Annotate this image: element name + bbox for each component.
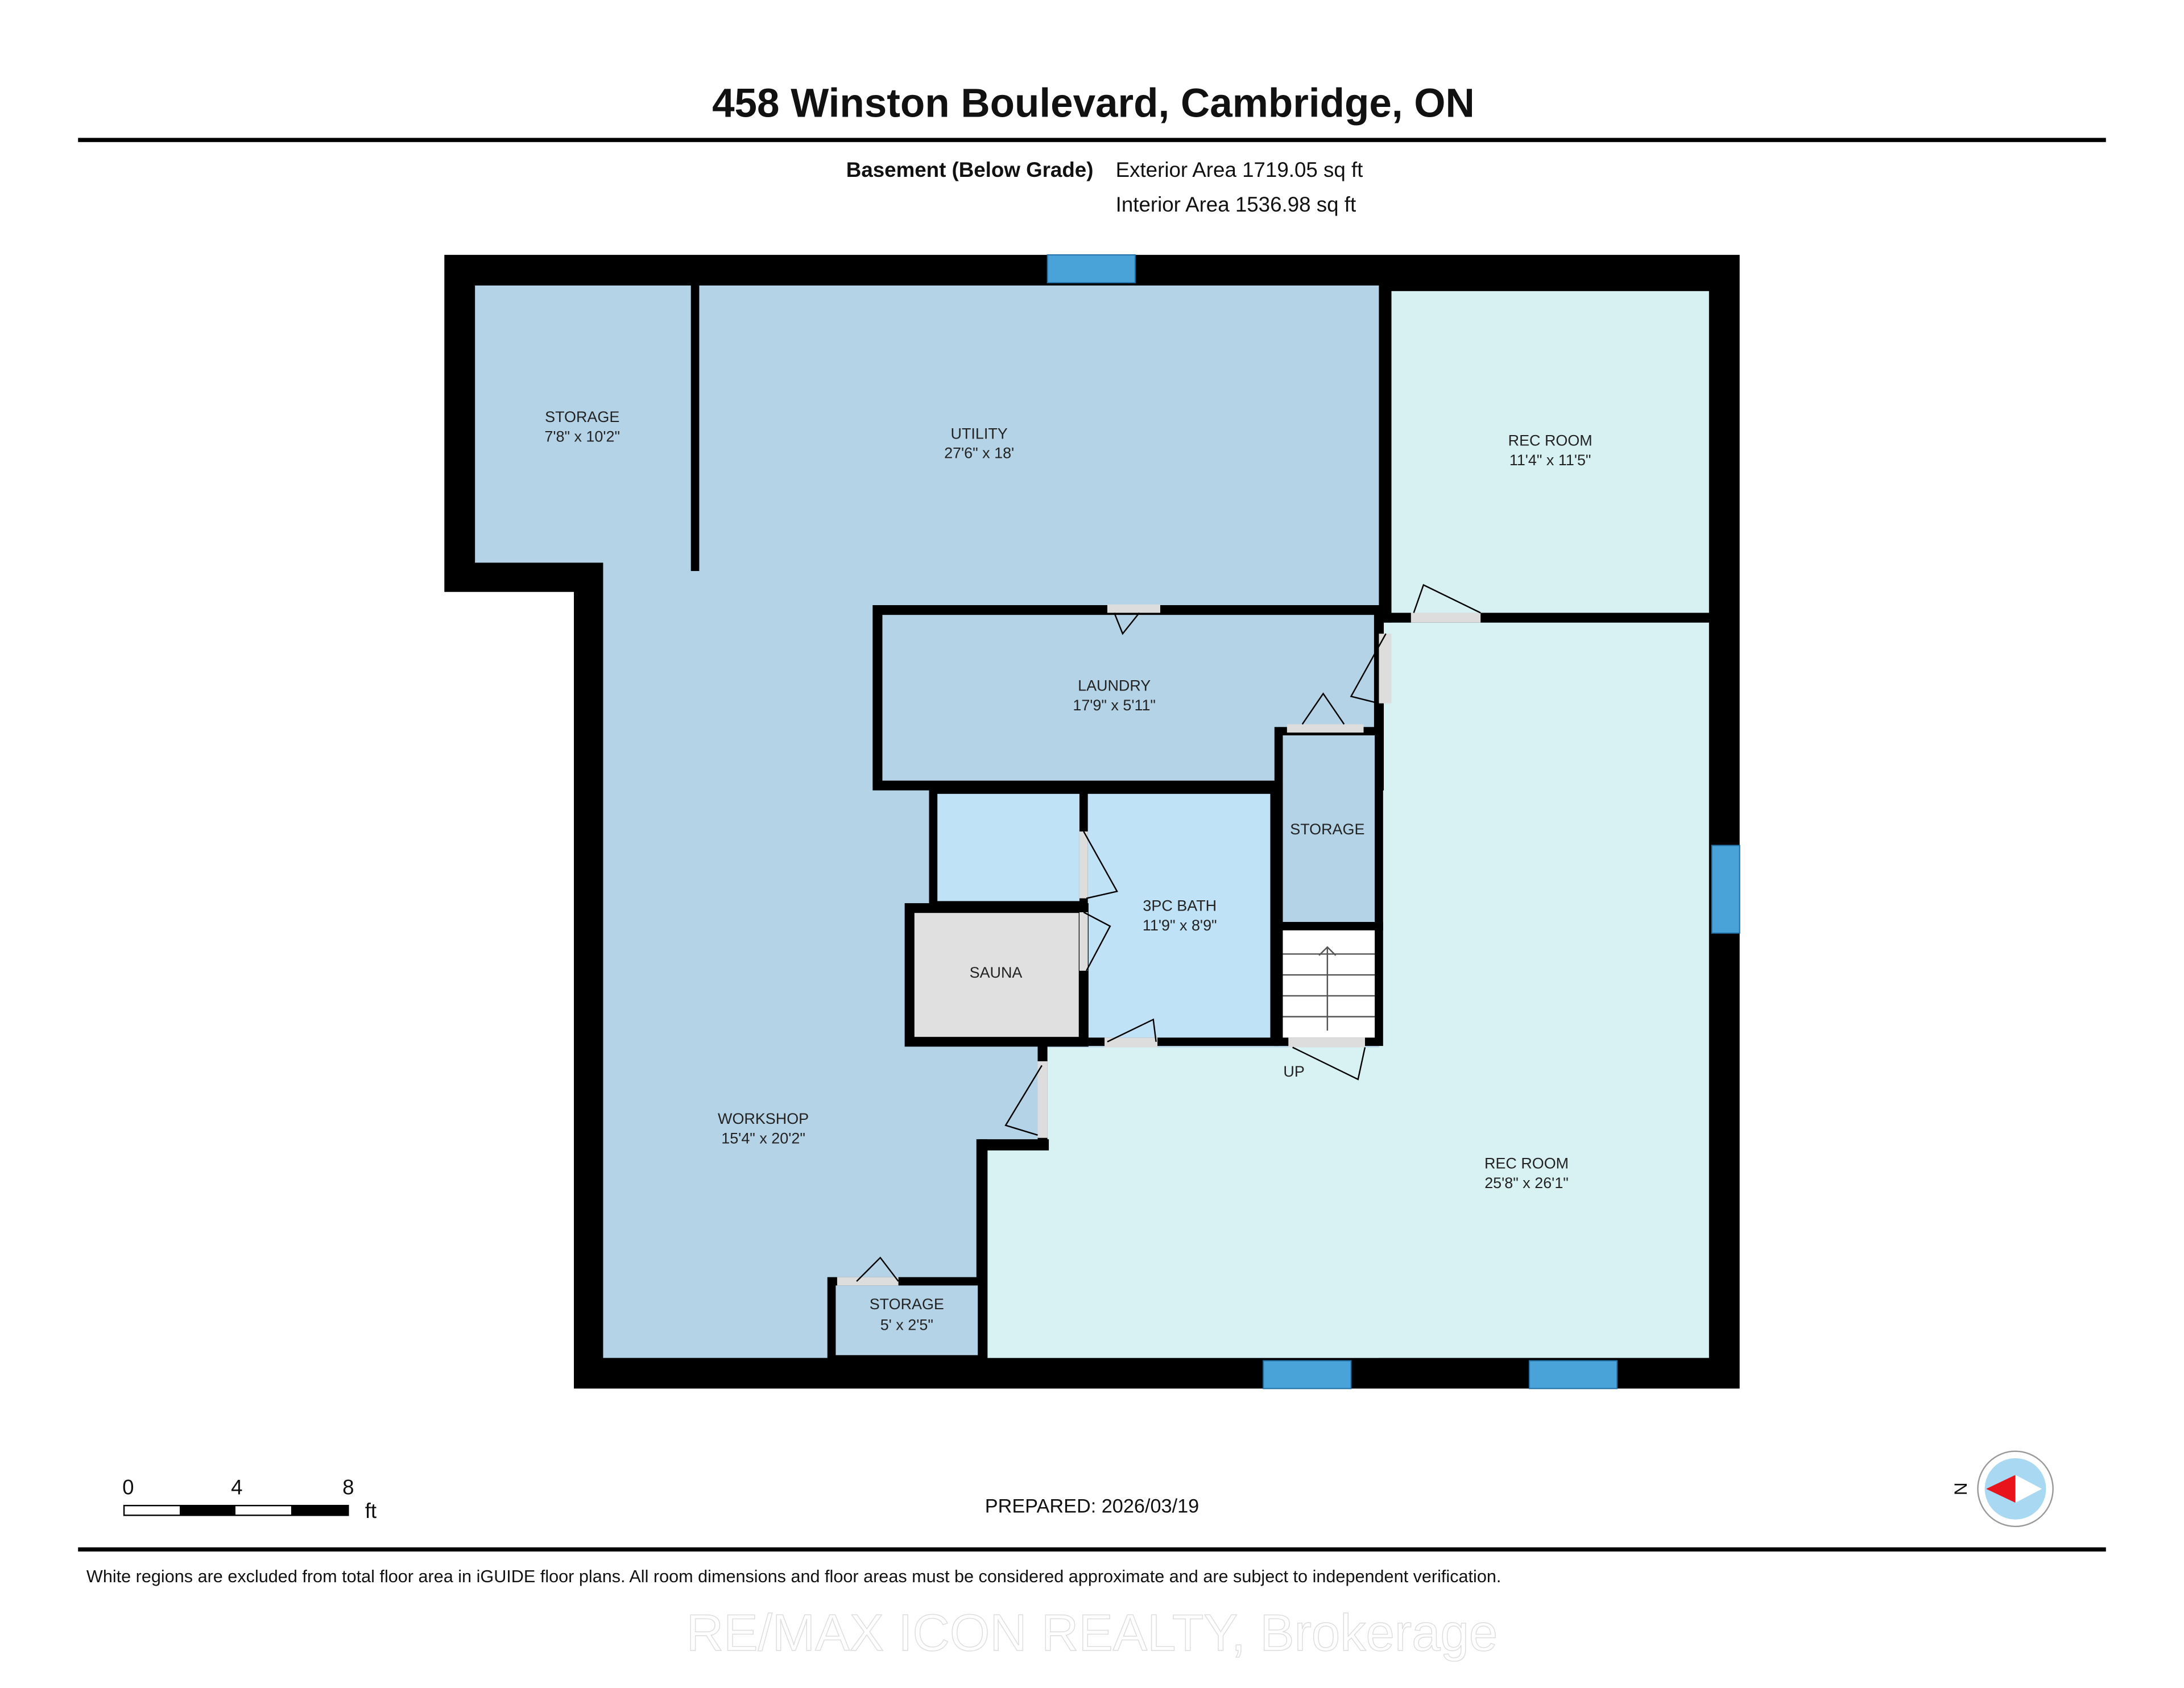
window (1263, 1360, 1352, 1389)
room-dims: 15'4" x 20'2" (721, 1130, 805, 1147)
stairs-up-label: UP (1283, 1063, 1304, 1080)
door[interactable] (837, 1277, 899, 1286)
room-name: STORAGE (545, 408, 619, 425)
prepared-date: PREPARED: 2026/03/19 (985, 1495, 1199, 1517)
door[interactable] (1287, 724, 1364, 733)
stair-treads (1283, 946, 1375, 1031)
room-name: LAUNDRY (1078, 677, 1151, 694)
window (1528, 1360, 1618, 1389)
door[interactable] (1410, 613, 1481, 623)
wall (690, 286, 700, 572)
door[interactable] (1037, 1061, 1048, 1138)
room-dims: 17'9" x 5'11" (1073, 697, 1156, 714)
exterior-area: Exterior Area 1719.05 sq ft (1116, 158, 1363, 181)
room-dims: 25'8" x 26'1" (1484, 1174, 1569, 1191)
scale-bar: 0 4 8 ft (122, 1476, 377, 1523)
window (1711, 845, 1740, 934)
bath-closet (929, 785, 1088, 910)
stairs[interactable] (1274, 922, 1383, 1046)
windows (1046, 254, 1740, 1389)
window (1046, 254, 1136, 284)
room-dims: 27'6" x 18' (944, 445, 1014, 462)
room-name: SAUNA (970, 964, 1023, 981)
page-title: 458 Winston Boulevard, Cambridge, ON (712, 81, 1475, 126)
room-name: WORKSHOP (718, 1110, 809, 1127)
rec-room-lower-floor (986, 622, 1709, 1358)
scale-tick: 0 (122, 1476, 134, 1499)
room-dims: 11'4" x 11'5" (1509, 452, 1591, 469)
room-name: REC ROOM (1508, 432, 1592, 449)
wall (979, 1139, 1049, 1151)
room-name: STORAGE (1290, 821, 1364, 838)
rec-room-upper-floor (1391, 291, 1709, 613)
wall (1379, 286, 1392, 623)
room-name: UTILITY (951, 425, 1008, 442)
room-name: STORAGE (870, 1296, 944, 1313)
door[interactable] (1079, 912, 1088, 971)
header-divider (78, 138, 2106, 142)
room-dims: 5' x 2'5" (880, 1317, 933, 1334)
door[interactable] (1105, 1037, 1158, 1048)
scale-tick: 8 (342, 1476, 354, 1499)
doors (837, 604, 1481, 1286)
room-name: REC ROOM (1484, 1155, 1569, 1172)
disclaimer: White regions are excluded from total fl… (86, 1567, 1501, 1586)
floor-plan: STORAGE 7'8" x 10'2" UTILITY 27'6" x 18'… (444, 254, 1740, 1389)
footer-divider (78, 1547, 2106, 1552)
storage-room-bottom (827, 1277, 986, 1364)
interior-area: Interior Area 1536.98 sq ft (1116, 193, 1356, 216)
room-dims: 11'9" x 8'9" (1143, 917, 1217, 934)
sauna-room (904, 903, 1089, 1047)
compass-icon: N (1950, 1450, 2054, 1528)
scale-unit: ft (365, 1499, 377, 1522)
scale-tick: 4 (231, 1476, 242, 1499)
door-swings (856, 584, 1481, 1282)
door[interactable] (1107, 604, 1160, 613)
watermark: RE/MAX ICON REALTY, Brokerage (686, 1604, 1498, 1662)
door[interactable] (1379, 634, 1392, 704)
room-name: 3PC BATH (1143, 897, 1217, 915)
compass-north-label: N (1950, 1482, 1971, 1495)
bath-room (1079, 785, 1279, 1046)
room-dims: 7'8" x 10'2" (544, 428, 620, 445)
door[interactable] (1288, 1037, 1365, 1048)
floor-name: Basement (Below Grade) (846, 158, 1094, 181)
door[interactable] (1079, 831, 1088, 899)
